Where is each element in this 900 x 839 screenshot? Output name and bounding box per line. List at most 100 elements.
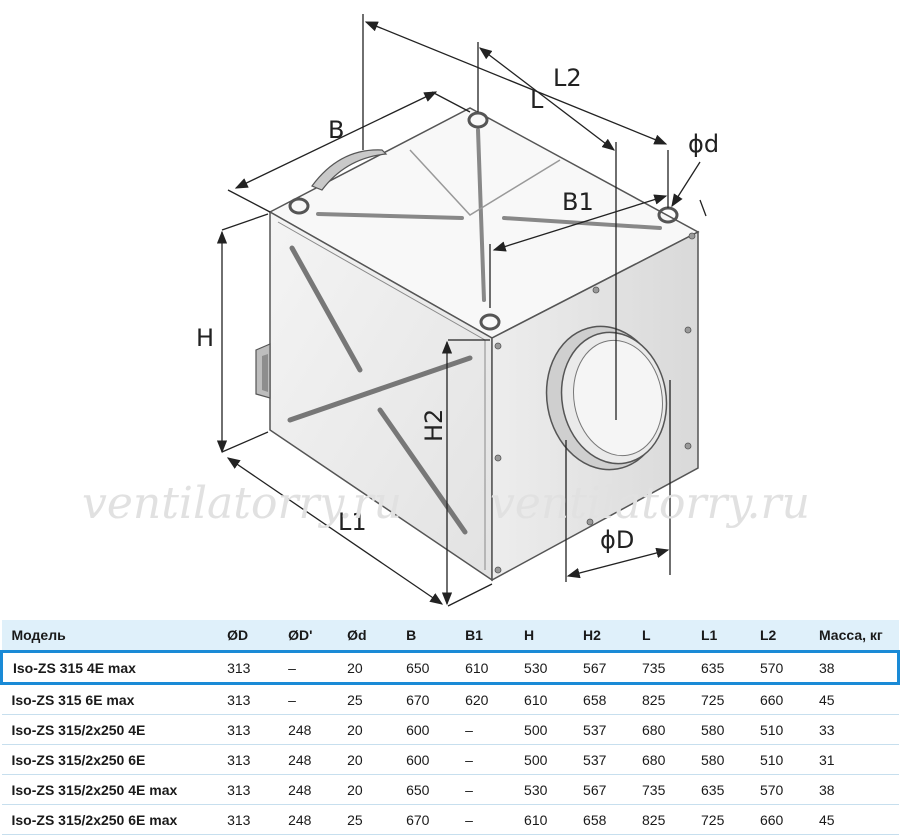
dim-label-l1: L1 xyxy=(338,508,367,536)
front-rib xyxy=(289,245,363,373)
value-cell: 20 xyxy=(337,714,397,745)
value-cell: 658 xyxy=(573,804,633,835)
value-cell: 530 xyxy=(514,650,574,685)
dim-label-h2: H2 xyxy=(420,409,448,442)
value-cell: 537 xyxy=(573,714,633,745)
column-header: B1 xyxy=(455,620,515,652)
value-cell: 635 xyxy=(691,650,750,685)
value-cell: – xyxy=(455,804,515,835)
value-cell: 610 xyxy=(455,650,515,685)
value-cell: 567 xyxy=(573,774,633,805)
box-drawing-svg: B L L2 ϕd B1 H H2 L1 ϕD xyxy=(196,14,719,607)
spigot-d xyxy=(545,325,668,471)
value-cell: 20 xyxy=(337,650,397,685)
column-header: ØD xyxy=(217,620,279,652)
value-cell: 580 xyxy=(691,744,750,775)
value-cell: 600 xyxy=(396,714,456,745)
value-cell: 825 xyxy=(632,804,691,835)
value-cell: 735 xyxy=(632,774,691,805)
value-cell: 650 xyxy=(396,774,456,805)
value-cell: 725 xyxy=(691,683,750,715)
value-cell: 537 xyxy=(573,744,633,775)
value-cell: 580 xyxy=(691,714,750,745)
value-cell: 313 xyxy=(217,683,279,715)
value-cell: 500 xyxy=(514,744,574,775)
value-cell: 248 xyxy=(278,714,338,745)
top-rib xyxy=(316,212,464,220)
column-header: L2 xyxy=(749,620,809,652)
value-cell: 33 xyxy=(808,714,899,745)
column-header: Модель xyxy=(1,620,218,652)
value-cell: 248 xyxy=(278,744,338,775)
value-cell: 725 xyxy=(691,804,750,835)
dimensions xyxy=(216,14,707,607)
model-cell: Iso-ZS 315 6E max xyxy=(1,683,218,715)
value-cell: 45 xyxy=(808,804,899,835)
model-cell: Iso-ZS 315/2x250 4E max xyxy=(1,774,218,805)
value-cell: – xyxy=(278,683,338,715)
value-cell: 680 xyxy=(632,714,691,745)
model-cell: Iso-ZS 315/2x250 4E xyxy=(1,714,218,745)
value-cell: 248 xyxy=(278,804,338,835)
value-cell: 660 xyxy=(749,683,809,715)
value-cell: 510 xyxy=(749,744,809,775)
value-cell: 680 xyxy=(632,744,691,775)
value-cell: 313 xyxy=(217,714,279,745)
value-cell: 313 xyxy=(217,774,279,805)
value-cell: – xyxy=(278,650,338,685)
column-header: B xyxy=(396,620,456,652)
value-cell: – xyxy=(455,774,515,805)
value-cell: 510 xyxy=(749,714,809,745)
eye-bolt xyxy=(479,313,501,331)
value-cell: 610 xyxy=(514,683,574,715)
value-cell: 38 xyxy=(808,774,899,805)
value-cell: 570 xyxy=(749,650,809,685)
value-cell: – xyxy=(455,714,515,745)
value-cell: 825 xyxy=(632,683,691,715)
value-cell: 567 xyxy=(573,650,633,685)
value-cell: 660 xyxy=(749,804,809,835)
dim-label-b1: B1 xyxy=(562,188,594,216)
dim-label-d-small: ϕd xyxy=(688,130,719,158)
column-header: H xyxy=(514,620,574,652)
value-cell: 670 xyxy=(396,683,456,715)
value-cell: 313 xyxy=(217,650,279,685)
column-header: Ød xyxy=(337,620,397,652)
value-cell: 31 xyxy=(808,744,899,775)
dim-label-h: H xyxy=(196,324,214,352)
eye-bolt xyxy=(288,197,310,215)
dim-label-l2: L2 xyxy=(553,64,582,92)
value-cell: 313 xyxy=(217,804,279,835)
value-cell: 570 xyxy=(749,774,809,805)
top-rib xyxy=(476,128,486,302)
model-cell: Iso-ZS 315/2x250 6E xyxy=(1,744,218,775)
value-cell: 500 xyxy=(514,714,574,745)
value-cell: 635 xyxy=(691,774,750,805)
value-cell: 45 xyxy=(808,683,899,715)
value-cell: 670 xyxy=(396,804,456,835)
value-cell: 610 xyxy=(514,804,574,835)
value-cell: 735 xyxy=(632,650,691,685)
column-header: ØD' xyxy=(278,620,338,652)
column-header: Масса, кг xyxy=(808,620,899,652)
technical-drawing: B L L2 ϕd B1 H H2 L1 ϕD xyxy=(196,14,719,607)
value-cell: 25 xyxy=(337,804,397,835)
dim-label-b: B xyxy=(328,116,344,144)
value-cell: 20 xyxy=(337,774,397,805)
value-cell: 25 xyxy=(337,683,397,715)
model-cell: Iso-ZS 315/2x250 6E max xyxy=(1,804,218,835)
value-cell: 20 xyxy=(337,744,397,775)
value-cell: 658 xyxy=(573,683,633,715)
value-cell: 650 xyxy=(396,650,456,685)
value-cell: 600 xyxy=(396,744,456,775)
value-cell: 530 xyxy=(514,774,574,805)
